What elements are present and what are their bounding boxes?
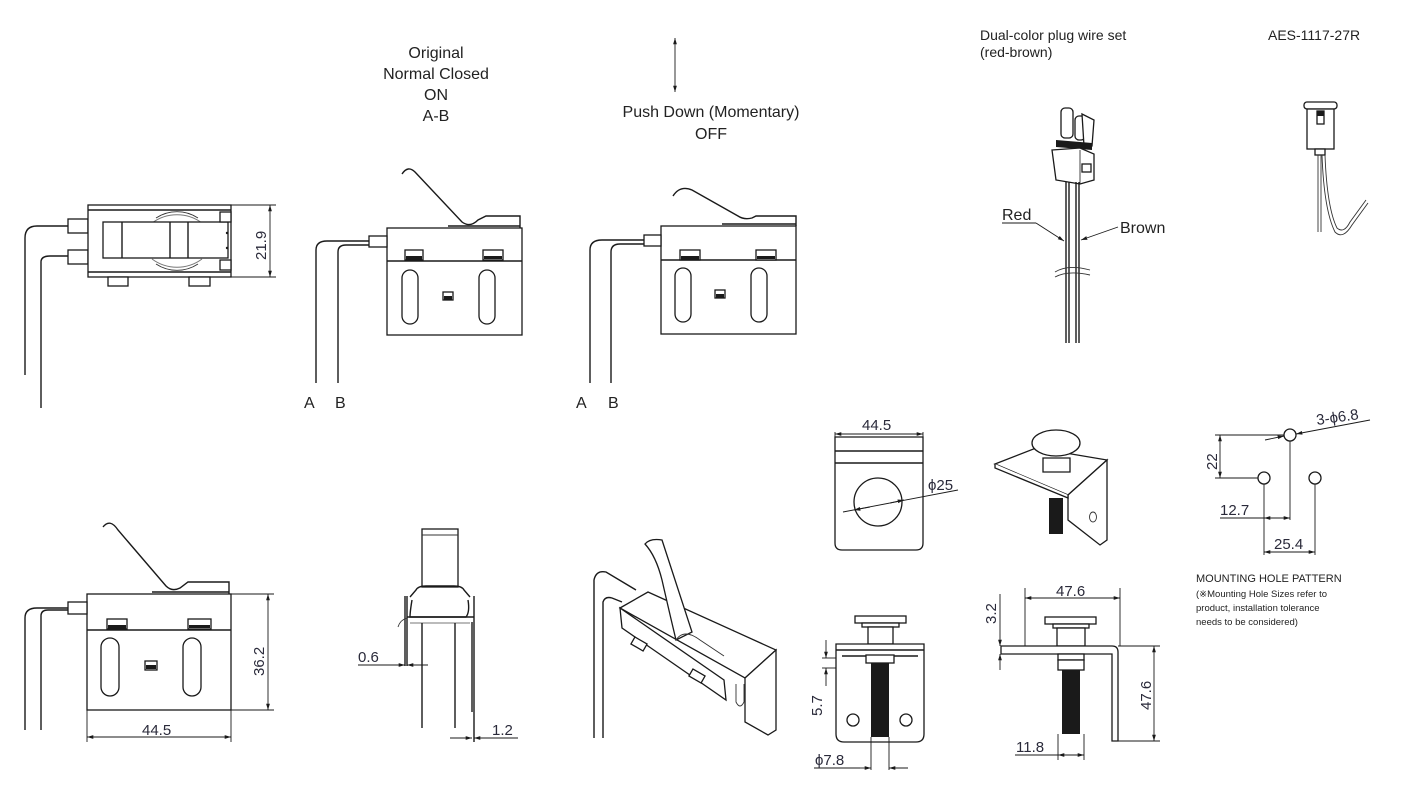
wire-set-view: Dual-color plug wire set (red-brown) Red… bbox=[980, 27, 1165, 343]
state-off-caption-1: Push Down (Momentary) bbox=[623, 104, 800, 121]
dim-hole-vertical: 22 bbox=[1204, 453, 1221, 470]
hole-pattern-note-3: needs to be considered) bbox=[1196, 617, 1298, 628]
dim-bracket-offset: 11.8 bbox=[1016, 739, 1044, 756]
dim-bracket-height-b: 47.6 bbox=[1138, 681, 1155, 710]
dim-bracket-thickness: 3.2 bbox=[983, 603, 1000, 624]
state-on-caption-4: A-B bbox=[423, 108, 450, 125]
dim-front-height: 36.2 bbox=[251, 647, 268, 676]
bracket-side-b-view: 47.6 3.2 47.6 11.8 bbox=[983, 583, 1160, 760]
dim-bolt-diameter: ϕ7.8 bbox=[815, 752, 844, 769]
bracket-front-view: 44.5 ϕ25 bbox=[834, 417, 959, 551]
dim-front-width: 44.5 bbox=[142, 722, 171, 739]
dim-hole-half-span: 12.7 bbox=[1220, 502, 1249, 519]
dim-top-height: 21.9 bbox=[253, 231, 270, 260]
state-on-caption-2: Normal Closed bbox=[383, 66, 489, 83]
hole-pattern-title: MOUNTING HOLE PATTERN bbox=[1196, 573, 1342, 585]
isometric-view bbox=[593, 538, 778, 738]
bracket-isometric-view bbox=[993, 429, 1109, 546]
terminal-b-label: B bbox=[335, 395, 346, 412]
dim-bracket-width: 44.5 bbox=[862, 417, 891, 434]
hole-pattern-note-2: product, installation tolerance bbox=[1196, 603, 1320, 614]
terminal-a-label: A bbox=[576, 395, 587, 412]
state-on-view: Original Normal Closed ON A-B A B bbox=[304, 45, 523, 412]
state-off-caption-2: OFF bbox=[695, 126, 727, 143]
state-on-caption-3: ON bbox=[424, 87, 448, 104]
dim-bracket-hole: ϕ25 bbox=[928, 477, 953, 494]
side-view: 0.6 1.2 bbox=[358, 528, 518, 742]
dim-bracket-width-b: 47.6 bbox=[1056, 583, 1085, 600]
front-view: 36.2 44.5 bbox=[24, 522, 274, 742]
terminal-b-label: B bbox=[608, 395, 619, 412]
model-view: AES-1117-27R bbox=[1268, 27, 1369, 236]
state-off-view: Push Down (Momentary) OFF A B bbox=[576, 38, 799, 412]
dim-side-right: 1.2 bbox=[492, 722, 513, 739]
model-label: AES-1117-27R bbox=[1268, 27, 1360, 43]
dim-hole-span: 25.4 bbox=[1274, 536, 1303, 553]
dim-hole-count-diameter: 3-ϕ6.8 bbox=[1315, 406, 1360, 429]
wire-set-title-1: Dual-color plug wire set bbox=[980, 27, 1126, 43]
dim-bracket-height-a: 5.7 bbox=[809, 695, 826, 716]
wire-label-red: Red bbox=[1002, 207, 1031, 224]
wire-set-title-2: (red-brown) bbox=[980, 44, 1052, 60]
terminal-a-label: A bbox=[304, 395, 315, 412]
top-view: 21.9 bbox=[24, 204, 276, 408]
hole-pattern-note-1: (※Mounting Hole Sizes refer to bbox=[1196, 589, 1327, 600]
state-on-caption-1: Original bbox=[408, 45, 463, 62]
dim-side-left: 0.6 bbox=[358, 649, 379, 666]
bracket-side-a-view: ϕ7.8 5.7 bbox=[809, 615, 925, 770]
wire-label-brown: Brown bbox=[1120, 220, 1165, 237]
mounting-hole-pattern: 22 12.7 25.4 3-ϕ6.8 MOUNTING HOLE PATTER… bbox=[1196, 406, 1371, 628]
